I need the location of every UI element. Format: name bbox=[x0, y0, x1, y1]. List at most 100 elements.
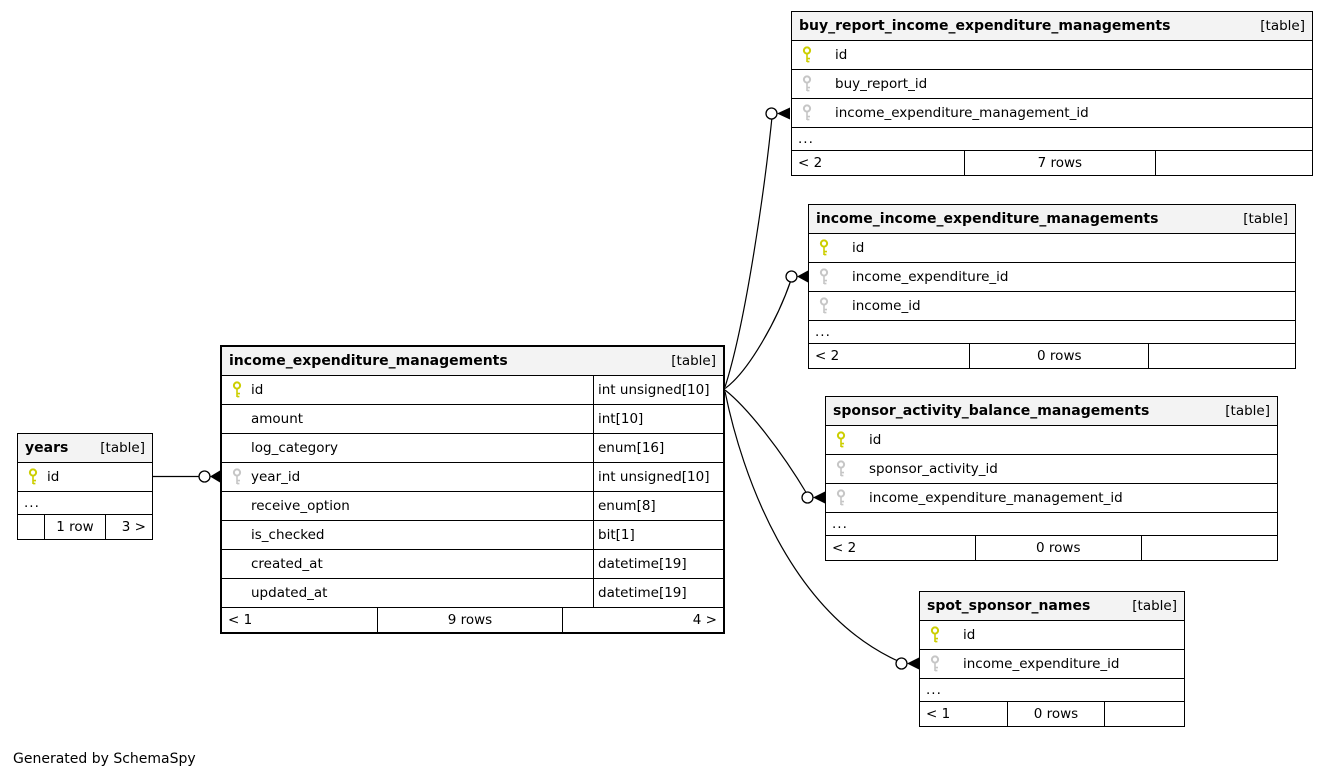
table-footer: < 2 0 rows bbox=[826, 536, 1277, 560]
table-name[interactable]: income_expenditure_managements bbox=[229, 353, 508, 369]
column-row: income_expenditure_id bbox=[920, 650, 1184, 679]
column-row: income_expenditure_management_id bbox=[792, 99, 1312, 128]
column-name: id bbox=[251, 382, 264, 398]
zero-cardinality-circle bbox=[785, 270, 798, 283]
column-row: id bbox=[18, 463, 152, 492]
relationship-line bbox=[724, 279, 792, 389]
table-type-badge: [table] bbox=[1243, 211, 1288, 227]
column-row: sponsor_activity_id bbox=[826, 455, 1277, 484]
related-from-count: < 2 bbox=[815, 348, 840, 364]
related-to-count: 4 > bbox=[692, 612, 717, 628]
row-count: 0 rows bbox=[974, 536, 1142, 560]
table-footer: < 2 0 rows bbox=[809, 344, 1295, 368]
column-row: is_checked bit[1] bbox=[222, 521, 723, 550]
column-name: id bbox=[835, 47, 848, 63]
column-row: id int unsigned[10] bbox=[222, 376, 723, 405]
foreign-key-icon bbox=[802, 104, 812, 122]
key-icon-spacer bbox=[232, 439, 242, 457]
table-header: buy_report_income_expenditure_management… bbox=[792, 12, 1312, 41]
column-row: created_at datetime[19] bbox=[222, 550, 723, 579]
ellipsis-row: ... bbox=[792, 128, 1312, 151]
table-buy-report-income-expenditure-managements[interactable]: buy_report_income_expenditure_management… bbox=[791, 11, 1313, 176]
relationship-line bbox=[724, 391, 899, 662]
table-header: income_expenditure_managements [table] bbox=[222, 347, 723, 376]
table-name[interactable]: income_income_expenditure_managements bbox=[816, 211, 1159, 227]
table-years[interactable]: years [table] id ... 1 row 3 > bbox=[17, 433, 153, 540]
column-row: buy_report_id bbox=[792, 70, 1312, 99]
column-name: income_expenditure_management_id bbox=[835, 105, 1089, 121]
ellipsis-row: ... bbox=[920, 679, 1184, 702]
column-row: amount int[10] bbox=[222, 405, 723, 434]
table-type-badge: [table] bbox=[100, 440, 145, 456]
related-from-count: < 2 bbox=[832, 540, 857, 556]
column-name: is_checked bbox=[251, 527, 325, 543]
column-row: updated_at datetime[19] bbox=[222, 579, 723, 608]
column-name: id bbox=[869, 432, 882, 448]
table-header: sponsor_activity_balance_managements [ta… bbox=[826, 397, 1277, 426]
foreign-key-icon bbox=[836, 489, 846, 507]
key-icon-spacer bbox=[232, 526, 242, 544]
row-count: 7 rows bbox=[963, 151, 1156, 175]
primary-key-icon bbox=[930, 626, 940, 644]
crowfoot-icon bbox=[777, 107, 790, 120]
crowfoot-icon bbox=[813, 491, 825, 504]
table-footer: < 1 0 rows bbox=[920, 702, 1184, 726]
table-header: years [table] bbox=[18, 434, 152, 463]
column-name: receive_option bbox=[251, 498, 350, 514]
column-name: amount bbox=[251, 411, 304, 427]
related-from-count bbox=[18, 515, 44, 539]
key-icon-spacer bbox=[232, 497, 242, 515]
table-header: spot_sponsor_names [table] bbox=[920, 592, 1184, 621]
column-type: int unsigned[10] bbox=[593, 376, 723, 404]
related-to-count: 3 > bbox=[121, 519, 146, 535]
relationship-line bbox=[724, 389, 808, 495]
column-row: income_id bbox=[809, 292, 1295, 321]
table-name[interactable]: spot_sponsor_names bbox=[927, 598, 1091, 614]
zero-cardinality-circle bbox=[801, 491, 814, 504]
ellipsis-row: ... bbox=[18, 492, 152, 515]
column-name: created_at bbox=[251, 556, 323, 572]
related-to-count bbox=[1156, 151, 1312, 175]
column-row: income_expenditure_id bbox=[809, 263, 1295, 292]
row-count: 0 rows bbox=[969, 344, 1150, 368]
zero-cardinality-circle bbox=[198, 470, 211, 483]
column-name: income_expenditure_id bbox=[852, 269, 1009, 285]
related-to-count bbox=[1105, 702, 1184, 726]
column-name: income_expenditure_id bbox=[963, 656, 1120, 672]
crowfoot-icon bbox=[797, 270, 808, 283]
table-name[interactable]: sponsor_activity_balance_managements bbox=[833, 403, 1150, 419]
column-name: year_id bbox=[251, 469, 301, 485]
crowfoot-icon bbox=[907, 657, 919, 670]
table-spot-sponsor-names[interactable]: spot_sponsor_names [table] id income_exp… bbox=[919, 591, 1185, 727]
column-name: id bbox=[47, 469, 60, 485]
table-sponsor-activity-balance-managements[interactable]: sponsor_activity_balance_managements [ta… bbox=[825, 396, 1278, 561]
table-income-expenditure-managements[interactable]: income_expenditure_managements [table] i… bbox=[220, 345, 725, 634]
column-type: enum[8] bbox=[593, 492, 723, 520]
table-name[interactable]: years bbox=[25, 440, 69, 456]
ellipsis-row: ... bbox=[809, 321, 1295, 344]
column-name: id bbox=[963, 627, 976, 643]
primary-key-icon bbox=[802, 46, 812, 64]
column-name: sponsor_activity_id bbox=[869, 461, 998, 477]
table-income-income-expenditure-managements[interactable]: income_income_expenditure_managements [t… bbox=[808, 204, 1296, 369]
table-type-badge: [table] bbox=[1260, 18, 1305, 34]
related-to-count bbox=[1149, 344, 1295, 368]
crowfoot-icon bbox=[210, 470, 220, 483]
foreign-key-icon bbox=[802, 75, 812, 93]
column-name: income_expenditure_management_id bbox=[869, 490, 1123, 506]
row-count: 0 rows bbox=[1007, 702, 1105, 726]
table-footer: 1 row 3 > bbox=[18, 515, 152, 539]
related-to-count bbox=[1142, 536, 1277, 560]
column-name: buy_report_id bbox=[835, 76, 928, 92]
generated-by-credit: Generated by SchemaSpy bbox=[13, 751, 196, 767]
foreign-key-icon bbox=[819, 268, 829, 286]
column-row: id bbox=[792, 41, 1312, 70]
table-name[interactable]: buy_report_income_expenditure_management… bbox=[799, 18, 1171, 34]
column-type: bit[1] bbox=[593, 521, 723, 549]
column-row: id bbox=[920, 621, 1184, 650]
foreign-key-icon bbox=[930, 655, 940, 673]
foreign-key-icon bbox=[232, 468, 242, 486]
column-row: id bbox=[826, 426, 1277, 455]
